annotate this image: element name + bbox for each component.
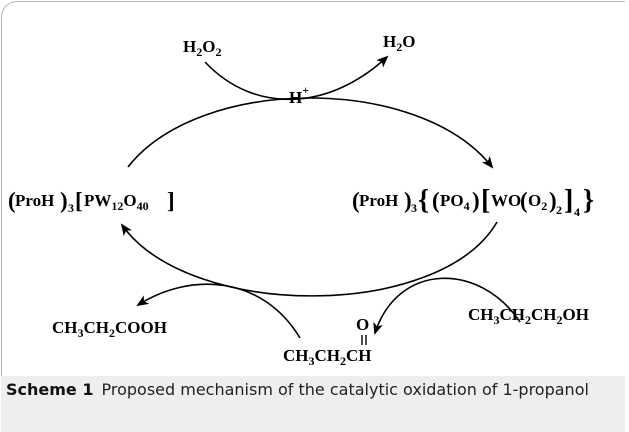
svg-text:): )	[60, 188, 68, 213]
svg-text:[: [	[75, 188, 83, 213]
proton-label: H+	[289, 83, 309, 107]
svg-text:(: (	[520, 188, 528, 213]
mechanism-diagram: H2O2 H+ H2O ( ProH ) 3 [ PW12O40 ] ( Pro…	[8, 32, 594, 368]
scheme-caption: Scheme 1 Proposed mechanism of the cataly…	[6, 377, 616, 403]
svg-text:2: 2	[556, 203, 562, 217]
propionic-acid-label: CH3CH2COOH	[52, 318, 167, 340]
h2o2-to-h2o-arrow	[204, 55, 389, 101]
h2o2-label: H2O2	[183, 37, 221, 59]
caption-label: Scheme 1	[6, 380, 94, 399]
svg-text:): )	[404, 188, 412, 213]
svg-text:{: {	[418, 185, 429, 216]
propanal-to-acid-arrow	[136, 283, 301, 339]
caption-text: Proposed mechanism of the catalytic oxid…	[101, 380, 589, 399]
water-label: H2O	[383, 32, 415, 54]
svg-text:(: (	[352, 188, 360, 213]
svg-text:O2: O2	[528, 191, 547, 213]
svg-text:(: (	[432, 188, 440, 213]
svg-text:[: [	[481, 185, 490, 216]
svg-text:CH3CH2CH: CH3CH2CH	[283, 346, 372, 368]
svg-text:(: (	[8, 188, 16, 213]
oxidation-upper-arc	[127, 97, 494, 169]
propanol-label: CH3CH2CH2OH	[468, 305, 589, 327]
svg-text:PO4: PO4	[440, 191, 470, 213]
catalyst-left: ( ProH ) 3 [ PW12O40 ]	[8, 188, 175, 215]
catalyst-right: ( ProH ) 3 { ( PO4 ) [ WO ( O2 ) 2 ] 4 }	[352, 185, 594, 219]
svg-text:}: }	[583, 185, 594, 216]
svg-text:]: ]	[167, 188, 175, 213]
svg-text:]: ]	[564, 185, 573, 216]
svg-text:): )	[472, 188, 480, 213]
svg-text:ProH: ProH	[359, 191, 398, 210]
svg-text:4: 4	[574, 205, 580, 219]
svg-text:): )	[549, 188, 557, 213]
caption-background	[1, 376, 625, 432]
svg-text:3: 3	[411, 201, 417, 215]
svg-text:3: 3	[68, 201, 74, 215]
regeneration-lower-arc	[120, 221, 498, 297]
svg-text:WO: WO	[491, 191, 521, 210]
propanal-structure: O CH3CH2CH	[283, 315, 372, 368]
svg-text:O: O	[356, 315, 369, 334]
propanol-to-propanal-arrow	[373, 277, 521, 335]
svg-text:PW12O40: PW12O40	[84, 191, 149, 213]
svg-text:ProH: ProH	[15, 191, 54, 210]
